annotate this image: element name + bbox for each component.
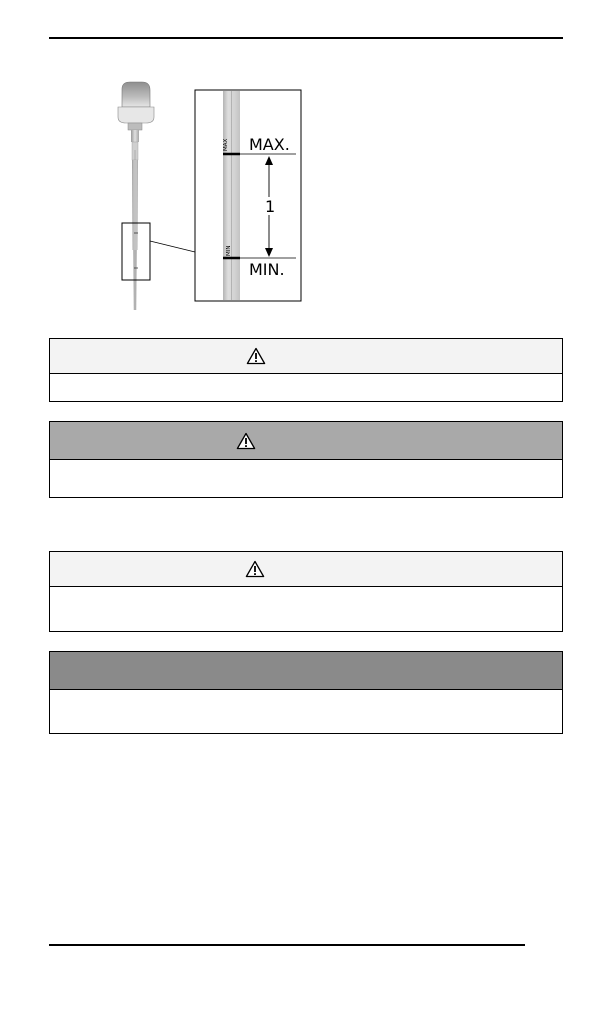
caution-notice-2	[49, 551, 563, 632]
range-arrow	[265, 156, 273, 257]
min-label: MIN.	[249, 260, 285, 279]
notice-header	[50, 552, 562, 587]
footer-rule	[49, 944, 525, 946]
header-rule	[49, 37, 563, 39]
range-label: 1	[265, 197, 275, 216]
detail-frame	[121, 222, 151, 281]
warning-notice-1	[49, 421, 563, 498]
dipstick-handle	[117, 81, 155, 131]
warning-triangle-icon	[236, 432, 256, 449]
dipstick-illustration: MAX MAX. MIN MIN. 1	[117, 81, 302, 310]
stick-min-label: MIN	[226, 246, 232, 256]
notice-header	[50, 652, 562, 690]
notice-header	[50, 339, 562, 374]
stick-max-label: MAX	[223, 138, 229, 151]
caution-notice-1	[49, 338, 563, 402]
notice-box	[49, 651, 563, 734]
notice-header	[50, 422, 562, 460]
dipstick-shaft	[131, 130, 139, 310]
max-label: MAX.	[249, 135, 290, 154]
warning-triangle-icon	[245, 560, 265, 578]
warning-triangle-icon	[246, 347, 266, 365]
zoom-frame	[194, 89, 302, 302]
dipstick-figure: MAX MAX. MIN MIN. 1	[100, 75, 320, 320]
zoom-connector	[149, 240, 196, 253]
